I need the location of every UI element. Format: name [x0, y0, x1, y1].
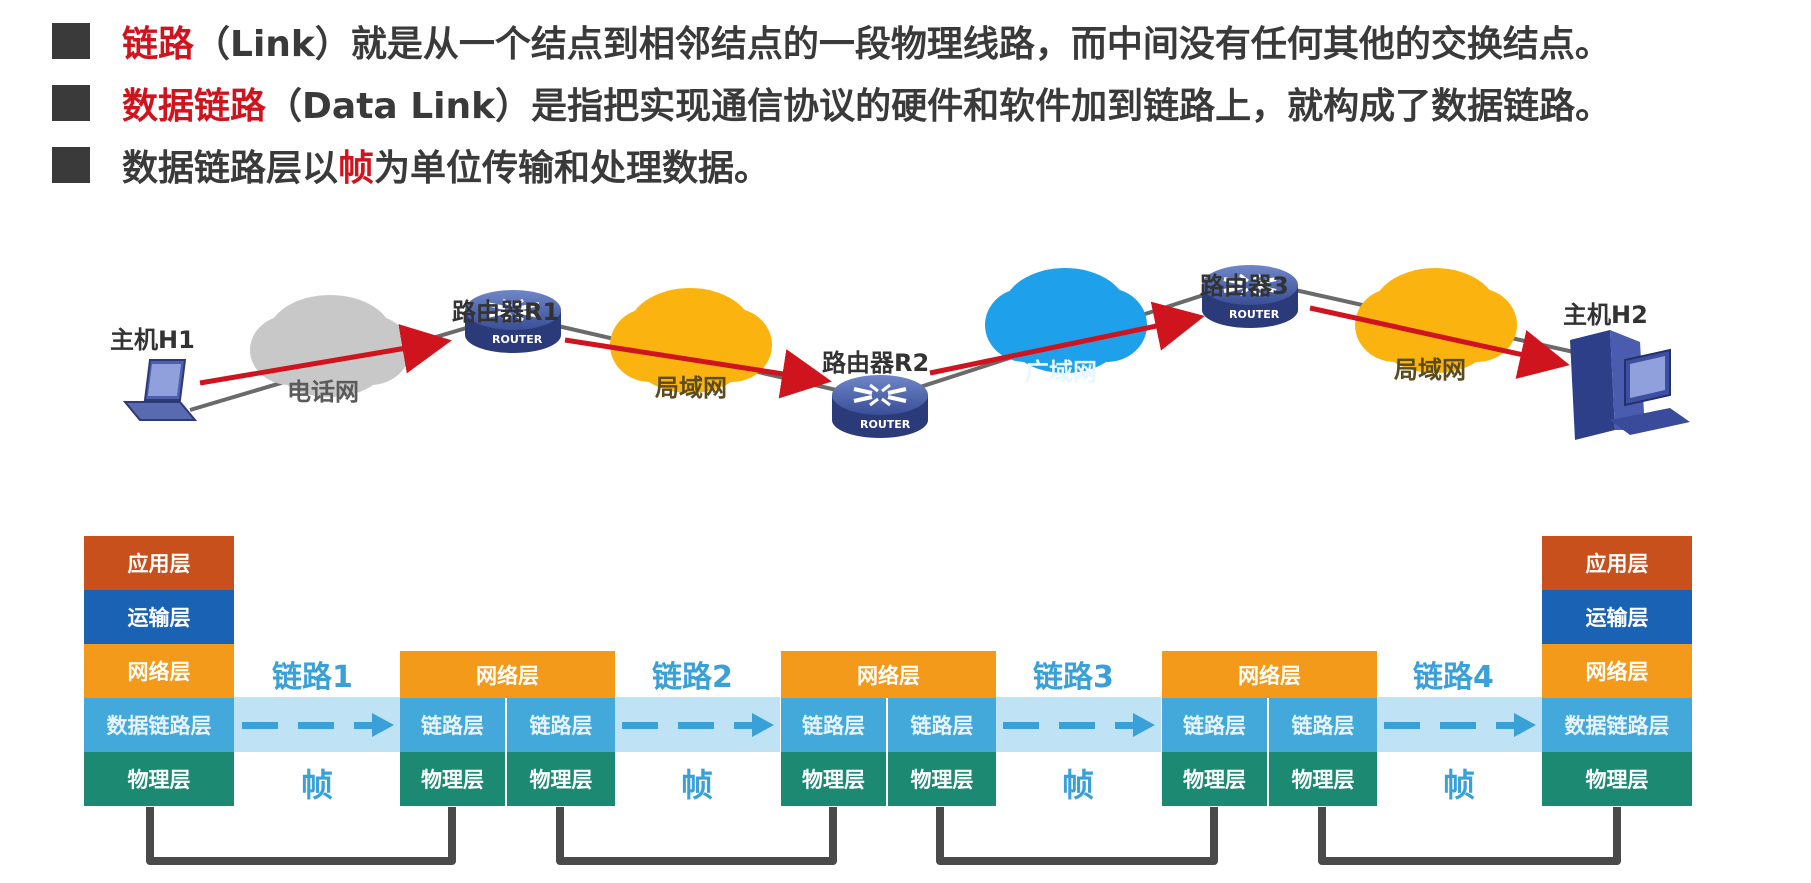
r2-link-layer-right: 链路层 [888, 698, 996, 752]
router-r3-label: 路由器3 [1200, 272, 1289, 300]
term-link: 链路 [122, 24, 195, 65]
bullet-frame-unit: 数据链路层以 帧 为单位传输和处理数据。 [52, 140, 770, 190]
r1-network-layer: 网络层 [400, 651, 615, 698]
bullet-link-definition: 链路 （Link）就是从一个结点到相邻结点的一段物理线路，而中间没有任何其他的交… [52, 16, 1611, 66]
bullet-square-icon [52, 85, 90, 121]
frame-label-4: 帧 [1443, 766, 1476, 804]
h1-datalink-layer: 数据链路层 [84, 698, 234, 752]
h2-network-layer: 网络层 [1542, 644, 1692, 698]
r3-link-layer-left: 链路层 [1162, 698, 1269, 752]
h2-datalink-layer: 数据链路层 [1542, 698, 1692, 752]
router-r2-icon [832, 375, 928, 438]
router-r2-brand: ROUTER [860, 418, 911, 431]
frame-arrows [242, 713, 1536, 737]
router-r1-label: 路由器R1 [452, 298, 560, 326]
frame-label-1: 帧 [301, 766, 334, 804]
cloud-lan1-label: 局域网 [655, 374, 727, 402]
network-topology [122, 265, 1690, 440]
path-arrow-1 [199, 324, 452, 386]
r1-link-layer-left: 链路层 [400, 698, 507, 752]
bullet-text: （Data Link）是指把实现通信协议的硬件和软件加到链路上，就构成了数据链路… [266, 86, 1612, 127]
r2-network-layer: 网络层 [781, 651, 996, 698]
r1-physical-layer-left: 物理层 [400, 752, 507, 806]
h1-network-layer: 网络层 [84, 644, 234, 698]
r3-link-layer-right: 链路层 [1269, 698, 1377, 752]
h2-transport-layer: 运输层 [1542, 590, 1692, 644]
r2-physical-layer-left: 物理层 [781, 752, 888, 806]
h1-physical-layer: 物理层 [84, 752, 234, 806]
cloud-phone-label: 电话网 [287, 378, 359, 406]
r3-network-layer: 网络层 [1162, 651, 1377, 698]
link-3-label: 链路3 [1033, 660, 1114, 695]
laptop-icon [122, 359, 198, 421]
physical-cables [146, 807, 1621, 865]
r1-link-layer-right: 链路层 [507, 698, 615, 752]
cloud-wan [985, 268, 1147, 373]
bullet-square-icon [52, 23, 90, 59]
cloud-wan-label: 广域网 [1025, 358, 1097, 386]
bullet-text-after: 为单位传输和处理数据。 [374, 148, 771, 189]
term-frame: 帧 [338, 148, 375, 189]
r1-physical-layer-right: 物理层 [507, 752, 615, 806]
link-2-label: 链路2 [652, 660, 733, 695]
router-r3-brand: ROUTER [1229, 308, 1280, 321]
path-arrow-3 [929, 301, 1205, 376]
h1-application-layer: 应用层 [84, 536, 234, 590]
desktop-computer-icon [1570, 330, 1690, 440]
router-r3-icon [1202, 265, 1298, 328]
link-4-label: 链路4 [1413, 660, 1494, 695]
link-1-label: 链路1 [272, 660, 353, 695]
bullet-text-before: 数据链路层以 [122, 148, 339, 189]
bullet-data-link-definition: 数据链路 （Data Link）是指把实现通信协议的硬件和软件加到链路上，就构成… [52, 78, 1611, 128]
r3-physical-layer-left: 物理层 [1162, 752, 1269, 806]
path-arrow-2 [564, 337, 832, 399]
r2-physical-layer-right: 物理层 [888, 752, 996, 806]
path-arrow-4 [1309, 305, 1570, 379]
host-h2-label: 主机H2 [1563, 301, 1648, 329]
h2-physical-layer: 物理层 [1542, 752, 1692, 806]
frame-label-3: 帧 [1062, 766, 1095, 804]
router-r1-icon [465, 290, 561, 353]
frame-label-2: 帧 [681, 766, 714, 804]
term-data-link: 数据链路 [122, 86, 267, 127]
h2-application-layer: 应用层 [1542, 536, 1692, 590]
r2-link-layer-left: 链路层 [781, 698, 888, 752]
router-r2-label: 路由器R2 [822, 349, 930, 377]
bullet-text: （Link）就是从一个结点到相邻结点的一段物理线路，而中间没有任何其他的交换结点… [194, 24, 1611, 65]
host-h1-label: 主机H1 [110, 326, 195, 354]
router-r1-brand: ROUTER [492, 333, 543, 346]
bullet-square-icon [52, 147, 90, 183]
r3-physical-layer-right: 物理层 [1269, 752, 1377, 806]
h1-transport-layer: 运输层 [84, 590, 234, 644]
cloud-lan2-label: 局域网 [1394, 356, 1466, 384]
